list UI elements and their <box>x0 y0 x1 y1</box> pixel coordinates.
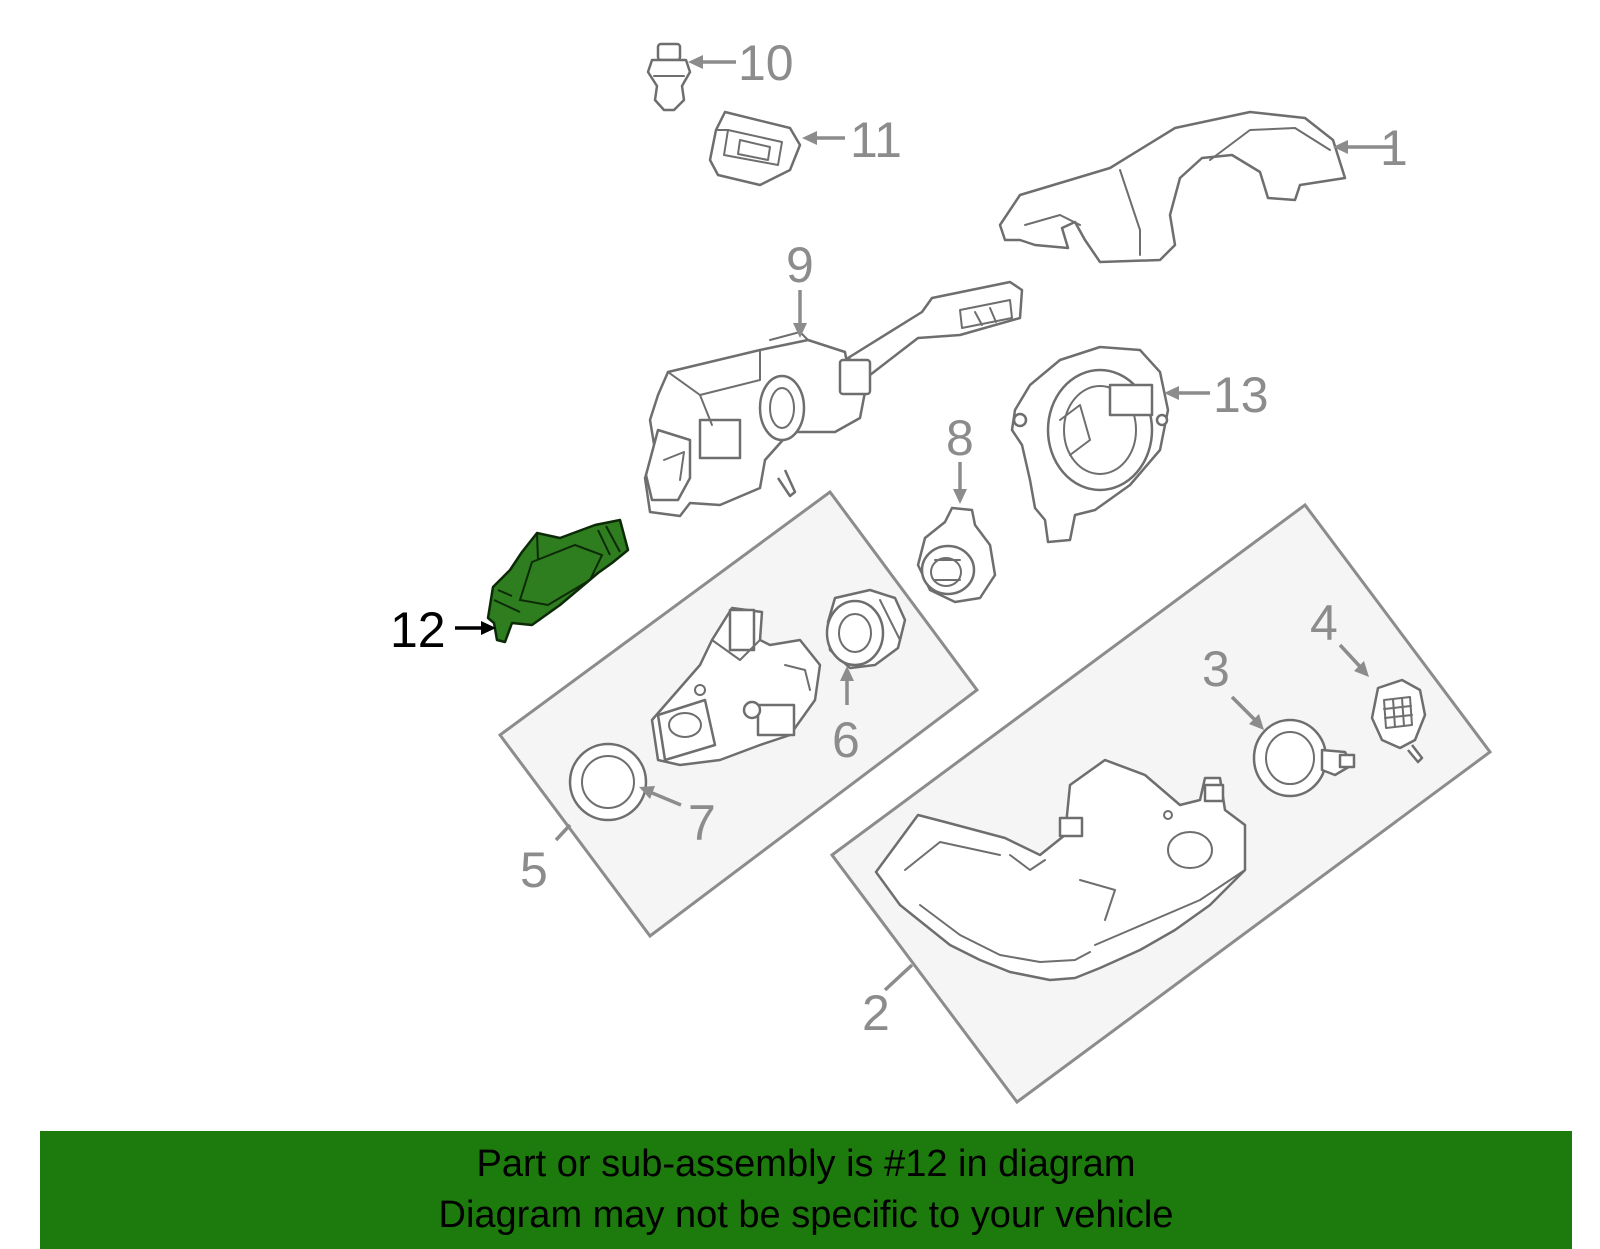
callout-1: 1 <box>1380 120 1408 176</box>
banner-line-2: Diagram may not be specific to your vehi… <box>438 1194 1174 1236</box>
callout-7: 7 <box>688 795 716 851</box>
part-11-module[interactable] <box>708 110 802 187</box>
callout-11: 11 <box>850 112 902 168</box>
part-9-combination-switch[interactable] <box>643 280 1024 518</box>
callout-2: 2 <box>862 985 890 1041</box>
callout-5: 5 <box>520 842 548 898</box>
part-1-upper-shroud[interactable] <box>998 110 1347 264</box>
callout-3: 3 <box>1202 641 1230 697</box>
part-3-ring[interactable] <box>1252 718 1356 798</box>
part-6-ignition-ring[interactable] <box>825 588 907 670</box>
part-13-clock-spring[interactable] <box>1010 345 1170 544</box>
leader-2 <box>883 963 914 992</box>
part-2-lower-shroud[interactable] <box>874 758 1247 982</box>
callout-10: 10 <box>738 35 794 91</box>
leader-5 <box>554 823 572 842</box>
part-8-socket[interactable] <box>916 506 997 604</box>
part-4-sensor[interactable] <box>1370 678 1427 764</box>
callout-8: 8 <box>946 410 974 466</box>
part-7-ring[interactable] <box>568 742 648 822</box>
callout-13: 13 <box>1213 367 1269 423</box>
info-banner: Part or sub-assembly is #12 in diagram D… <box>40 1131 1572 1249</box>
banner-line-1: Part or sub-assembly is #12 in diagram <box>476 1143 1136 1185</box>
callout-6: 6 <box>832 712 860 768</box>
part-10-clip[interactable] <box>646 42 692 112</box>
callout-4: 4 <box>1310 595 1338 651</box>
callout-9: 9 <box>786 237 814 293</box>
part-12-highlighted-module[interactable] <box>486 518 630 644</box>
callout-12: 12 <box>390 602 446 658</box>
ignition-lock-assembly[interactable] <box>650 606 822 767</box>
